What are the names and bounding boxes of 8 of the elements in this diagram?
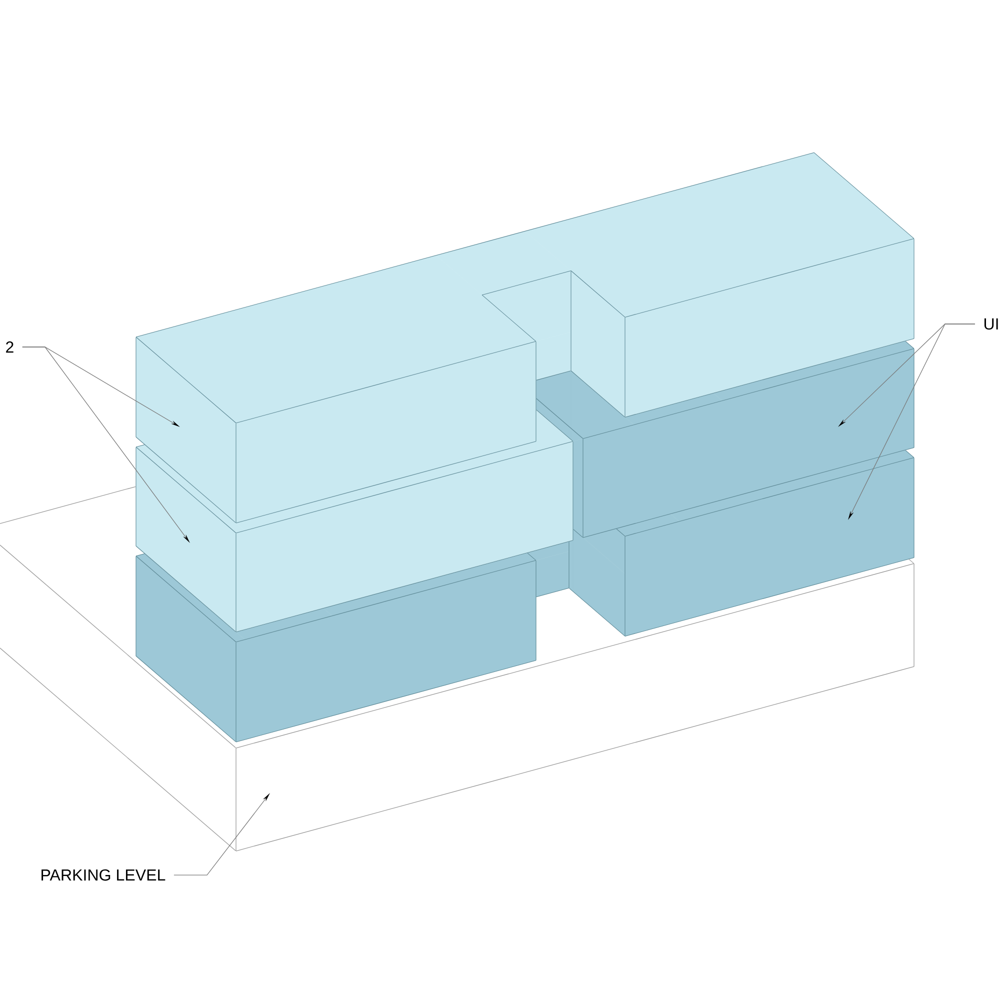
base-block [0,486,914,852]
building-block [136,336,536,524]
callout-label: 2 [6,341,14,353]
building-block [536,340,914,538]
callout-label: UI [984,318,998,330]
callout-label: PARKING LEVEL [42,869,166,881]
building-block [568,457,914,636]
building-block [136,409,574,632]
